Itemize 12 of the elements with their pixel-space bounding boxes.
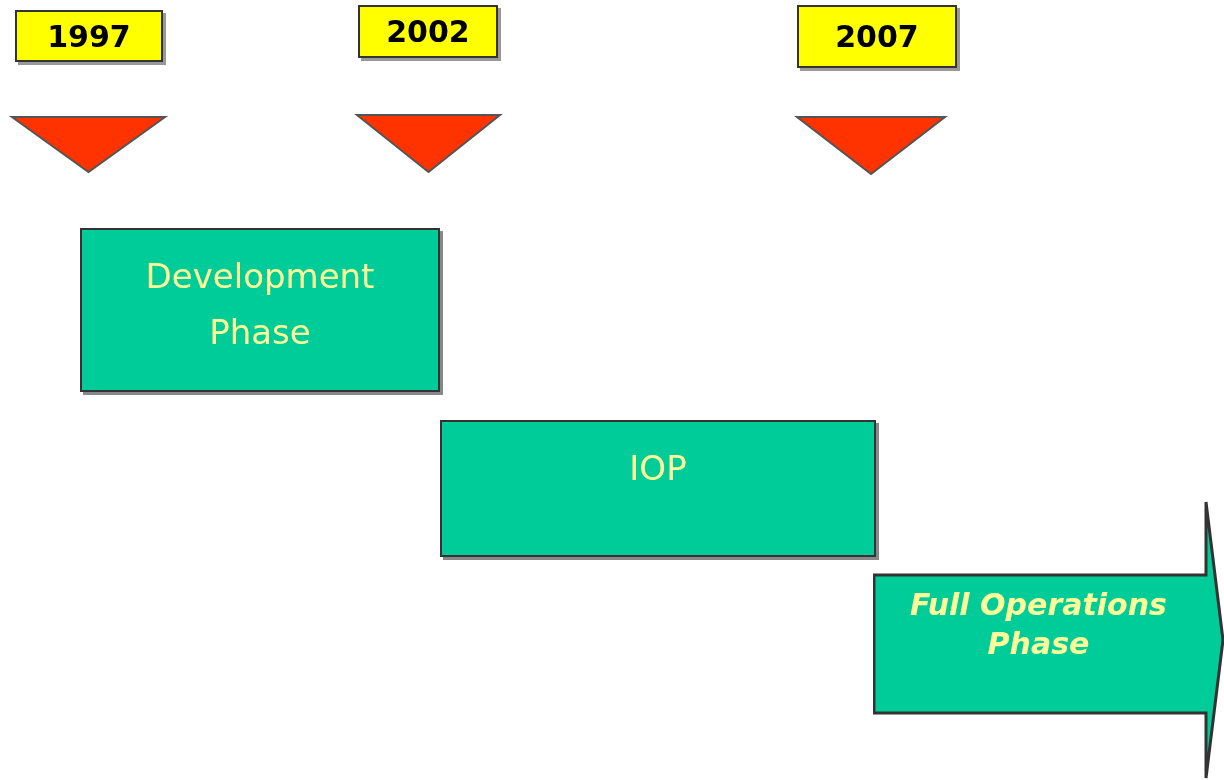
phase-name: Full Operations Phase — [909, 586, 1168, 663]
phase-name: Development Phase — [144, 255, 376, 354]
year-label: 2002 — [358, 5, 498, 58]
phase-name: IOP — [628, 447, 688, 490]
milestone-triangle — [12, 117, 165, 172]
milestone-triangle — [797, 117, 945, 174]
year-label: 2007 — [797, 5, 957, 68]
year-label: 1997 — [15, 10, 163, 62]
phase-bar — [440, 420, 876, 557]
milestone-triangle — [357, 115, 500, 172]
phase-arrow — [873, 500, 1224, 780]
phase-bar — [80, 228, 440, 392]
